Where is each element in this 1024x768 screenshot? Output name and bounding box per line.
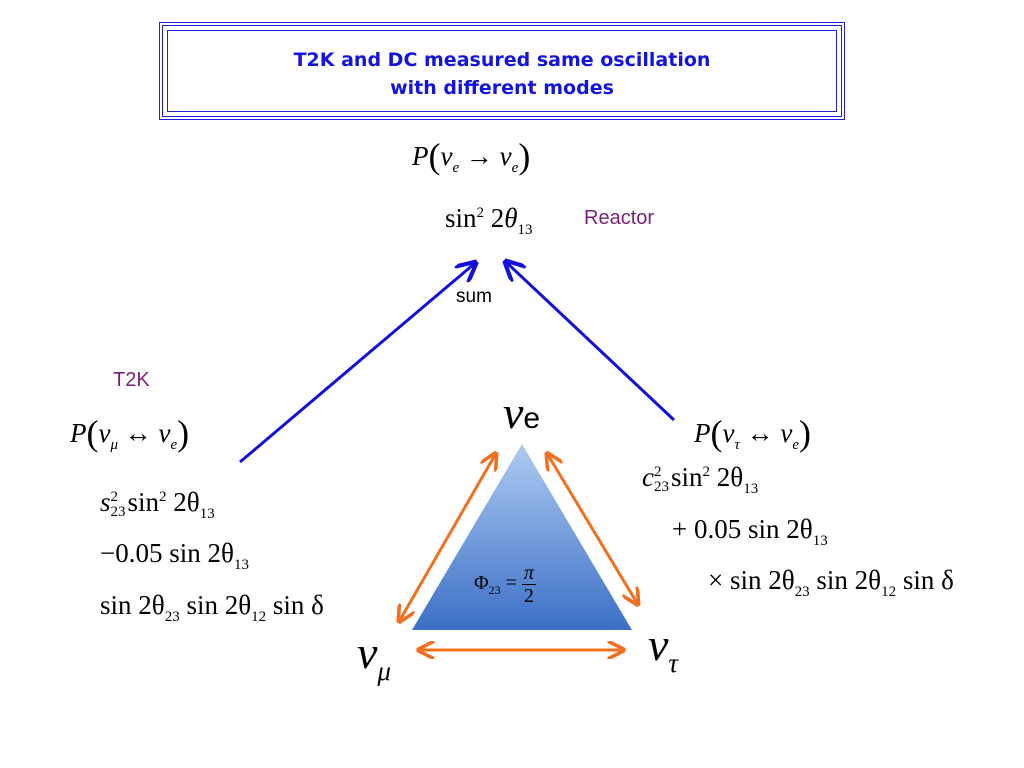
prob-arrow: → xyxy=(465,141,493,171)
slide-title: T2K and DC measured same oscillation wit… xyxy=(163,46,841,102)
left-s: s xyxy=(100,487,111,517)
prob-nu: ν xyxy=(440,141,453,171)
left-line3-a-sub: 23 xyxy=(164,609,180,625)
top-theta-sub: 13 xyxy=(517,222,533,238)
right-line3-a-sub: 23 xyxy=(794,584,810,600)
right-line-3: × sin 2θ23 sin 2θ12 sin δ xyxy=(708,565,954,601)
frac-den: 2 xyxy=(523,585,534,607)
right-c-sup: 2 xyxy=(653,463,662,480)
vertex-nu-mu: νμ xyxy=(357,626,391,687)
left-paren-open: ( xyxy=(86,413,99,453)
top-probability: P(νe → νe) xyxy=(412,135,530,177)
phi-sub: 23 xyxy=(488,583,501,598)
left-line-3: sin 2θ23 sin 2θ12 sin δ xyxy=(100,590,324,626)
vertex-mu-sub: μ xyxy=(377,656,391,686)
left-prob-sub-e: e xyxy=(170,437,178,453)
left-line2-sin: sin 2θ xyxy=(169,538,234,568)
right-prob-sub-e: e xyxy=(792,437,800,453)
right-line2-sub: 13 xyxy=(812,533,828,549)
right-probability: P(ντ ↔ νe) xyxy=(694,412,811,454)
right-line1-rest: 2θ xyxy=(716,462,744,492)
top-formula: sin2 2θ13 xyxy=(445,203,533,239)
right-c-sub: 23 xyxy=(653,478,669,495)
vertex-mu-nu: ν xyxy=(357,627,378,678)
left-s-sub: 23 xyxy=(110,503,126,520)
blue-arrow-left xyxy=(239,264,474,464)
top-theta: θ xyxy=(504,203,518,233)
right-prob-p: P xyxy=(694,418,711,448)
top-sin-sup: 2 xyxy=(476,205,485,221)
vertex-e-nu: ν xyxy=(503,387,524,438)
vertex-tau-sub: τ xyxy=(668,648,679,678)
left-line3-c: sin δ xyxy=(272,590,324,620)
top-sin: sin xyxy=(445,203,477,233)
prob-sub-e2: e xyxy=(511,160,519,176)
paren-open: ( xyxy=(428,136,441,176)
vertex-e-sub: e xyxy=(523,402,541,435)
left-line3-b-sub: 12 xyxy=(251,609,267,625)
left-line3-a: sin 2θ xyxy=(100,590,165,620)
right-line1-sub: 13 xyxy=(743,481,759,497)
blue-arrow-right xyxy=(507,263,676,422)
right-line3-c: sin δ xyxy=(902,565,954,595)
prob-sub-e1: e xyxy=(452,160,460,176)
top-two: 2 xyxy=(490,203,505,233)
left-prob-nu1: ν xyxy=(98,418,111,448)
left-line2-coef: −0.05 xyxy=(100,538,163,568)
left-prob-p: P xyxy=(70,418,87,448)
right-c: c xyxy=(642,462,654,492)
right-line1-sin: sin xyxy=(670,462,703,492)
left-line1-sin-sup: 2 xyxy=(159,489,167,505)
left-prob-nu2: ν xyxy=(158,418,171,448)
title-line-2: with different modes xyxy=(390,77,614,99)
left-probability: P(νμ ↔ νe) xyxy=(70,412,189,454)
left-line2-sub: 13 xyxy=(233,557,249,573)
right-paren-close: ) xyxy=(799,413,812,453)
vertex-tau-nu: ν xyxy=(648,619,669,670)
title-box-inner-border xyxy=(167,30,837,112)
prob-p: P xyxy=(412,141,429,171)
vertex-nu-e: νe xyxy=(503,386,540,439)
right-prob-arrow: ↔ xyxy=(746,418,774,448)
left-paren-close: ) xyxy=(177,413,190,453)
left-line1-sub: 13 xyxy=(199,506,215,522)
prob-nu-2: ν xyxy=(499,141,512,171)
right-paren-open: ( xyxy=(710,413,723,453)
right-line1-sin-sup: 2 xyxy=(702,464,711,480)
left-s-sup: 2 xyxy=(110,488,119,505)
sum-label: sum xyxy=(456,286,492,307)
right-line2-coef: + 0.05 xyxy=(672,514,742,544)
right-line-2: + 0.05 sin 2θ13 xyxy=(672,514,828,550)
title-line-1: T2K and DC measured same oscillation xyxy=(293,49,711,71)
right-prob-nu2: ν xyxy=(780,418,793,448)
frac-num: π xyxy=(521,562,536,585)
paren-close: ) xyxy=(518,136,531,176)
left-line1-rest: 2θ xyxy=(173,487,200,517)
phi-eq: = xyxy=(505,572,517,595)
left-prob-sub-mu: μ xyxy=(110,437,119,453)
orange-arrow-right-side xyxy=(548,455,637,603)
right-prob-nu1: ν xyxy=(722,418,735,448)
title-box: T2K and DC measured same oscillation wit… xyxy=(159,22,845,120)
left-prob-arrow: ↔ xyxy=(124,418,152,448)
left-line3-b: sin 2θ xyxy=(186,590,252,620)
phi-symbol: Φ xyxy=(474,572,489,595)
left-line1-sin: sin xyxy=(127,487,160,517)
reactor-label: Reactor xyxy=(584,207,655,229)
right-line2-sin: sin 2θ xyxy=(747,514,813,544)
left-line-2: −0.05 sin 2θ13 xyxy=(100,538,249,574)
t2k-label: T2K xyxy=(113,369,150,391)
right-line3-b-sub: 12 xyxy=(881,584,897,600)
right-line3-b: sin 2θ xyxy=(816,565,882,595)
right-prob-sub-tau: τ xyxy=(734,437,740,453)
vertex-nu-tau: ντ xyxy=(648,618,678,679)
right-line3-a: × sin 2θ xyxy=(708,565,795,595)
orange-arrow-left-side xyxy=(400,455,495,620)
